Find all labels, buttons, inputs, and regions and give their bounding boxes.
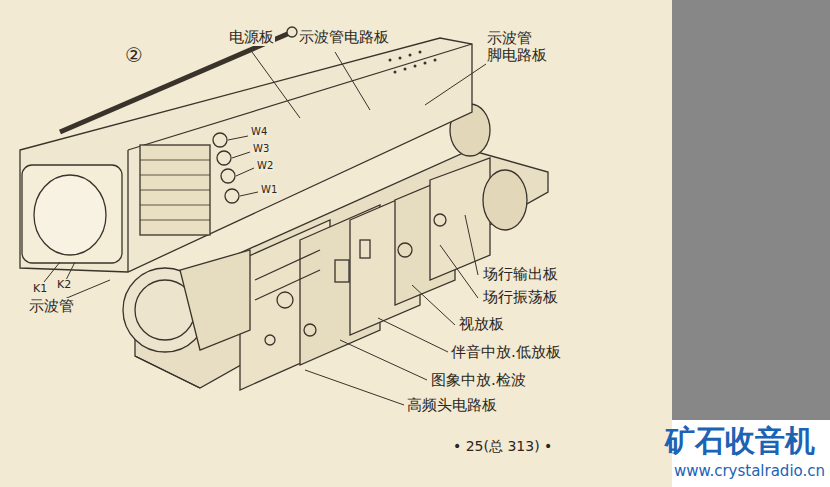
drawing-stroke bbox=[140, 175, 210, 176]
control-name: W1 bbox=[260, 184, 278, 196]
drawing-stroke bbox=[140, 145, 210, 235]
drawing-stroke bbox=[66, 262, 75, 280]
drawing-stroke bbox=[20, 38, 472, 272]
drawing-stroke bbox=[434, 214, 446, 226]
drawing-stroke bbox=[128, 44, 472, 150]
drawing-stroke bbox=[60, 32, 292, 132]
drawing-stroke bbox=[425, 64, 486, 105]
drawing-stroke bbox=[389, 59, 392, 62]
drawing-stroke bbox=[221, 169, 235, 183]
drawing-stroke bbox=[180, 250, 250, 350]
drawing-stroke bbox=[305, 370, 404, 405]
drawing-stroke bbox=[287, 27, 297, 37]
drawing-stroke bbox=[22, 165, 122, 263]
part-name: 图象中放.检波 bbox=[430, 372, 527, 389]
drawing-stroke bbox=[140, 160, 210, 161]
drawing-stroke bbox=[404, 68, 407, 71]
drawing-stroke bbox=[34, 175, 106, 255]
drawing-stroke bbox=[335, 52, 370, 110]
control-name: K2 bbox=[56, 279, 72, 292]
drawing-stroke bbox=[277, 292, 293, 308]
drawing-stroke bbox=[127, 150, 128, 272]
drawing-stroke bbox=[240, 192, 258, 196]
drawing-stroke bbox=[140, 205, 210, 206]
drawing-stroke bbox=[232, 152, 250, 158]
drawing-stroke bbox=[252, 52, 300, 118]
drawing-stroke bbox=[225, 189, 239, 203]
drawing-stroke bbox=[483, 170, 527, 230]
drawing-stroke bbox=[414, 65, 417, 68]
page-number: • 25(总 313) • bbox=[452, 438, 553, 454]
part-name: 电源板 bbox=[228, 29, 275, 46]
drawing-stroke bbox=[389, 51, 437, 74]
drawing-stroke bbox=[434, 59, 437, 62]
watermark: www.crystalradio.cn bbox=[673, 463, 826, 480]
drawing-stroke bbox=[340, 340, 427, 380]
control-name: W3 bbox=[252, 143, 270, 155]
drawing-stroke bbox=[255, 250, 320, 280]
drawing-stroke bbox=[399, 57, 402, 60]
drawing-stroke bbox=[430, 158, 490, 280]
drawing-stroke bbox=[419, 51, 422, 54]
part-name: 示波管电路板 bbox=[298, 29, 390, 46]
drawing-stroke bbox=[44, 52, 486, 405]
drawing-stroke bbox=[140, 220, 210, 221]
part-name: 示波管 脚电路板 bbox=[486, 30, 556, 65]
drawing-stroke bbox=[265, 335, 275, 345]
drawing-stroke bbox=[217, 151, 231, 165]
drawing-stroke bbox=[135, 356, 200, 388]
part-name: 场行输出板 bbox=[482, 266, 559, 283]
drawing-stroke bbox=[412, 285, 455, 325]
drawing-stroke bbox=[360, 240, 370, 258]
drawing-stroke bbox=[394, 71, 397, 74]
drawing-stroke bbox=[409, 54, 412, 57]
part-name: 高频头电路板 bbox=[406, 397, 498, 414]
drawing-stroke bbox=[424, 62, 427, 65]
part-name: 视放板 bbox=[458, 316, 505, 333]
drawing-stroke bbox=[140, 160, 210, 220]
drawing-stroke bbox=[335, 260, 349, 282]
drawing-stroke bbox=[304, 324, 316, 336]
page-ground bbox=[0, 0, 672, 487]
drawing-stroke bbox=[378, 318, 448, 352]
part-name: 场行振荡板 bbox=[482, 289, 559, 306]
figure-number: ② bbox=[124, 44, 144, 67]
drawing-stroke bbox=[465, 215, 478, 275]
drawing-stroke bbox=[255, 270, 320, 300]
control-name: W4 bbox=[250, 126, 268, 138]
control-name: K1 bbox=[32, 283, 48, 296]
control-name: W2 bbox=[256, 160, 274, 172]
part-name: 伴音中放.低放板 bbox=[450, 344, 562, 361]
watermark: 矿石收音机 bbox=[664, 424, 816, 459]
drawing-stroke bbox=[440, 245, 478, 298]
part-name: 示波管 bbox=[28, 298, 75, 315]
drawing-stroke bbox=[228, 136, 248, 140]
drawing-stroke bbox=[398, 243, 412, 257]
drawing-stroke bbox=[140, 190, 210, 191]
drawing-stroke bbox=[236, 168, 254, 176]
drawing-stroke bbox=[213, 133, 227, 147]
grey-margin bbox=[672, 0, 830, 420]
